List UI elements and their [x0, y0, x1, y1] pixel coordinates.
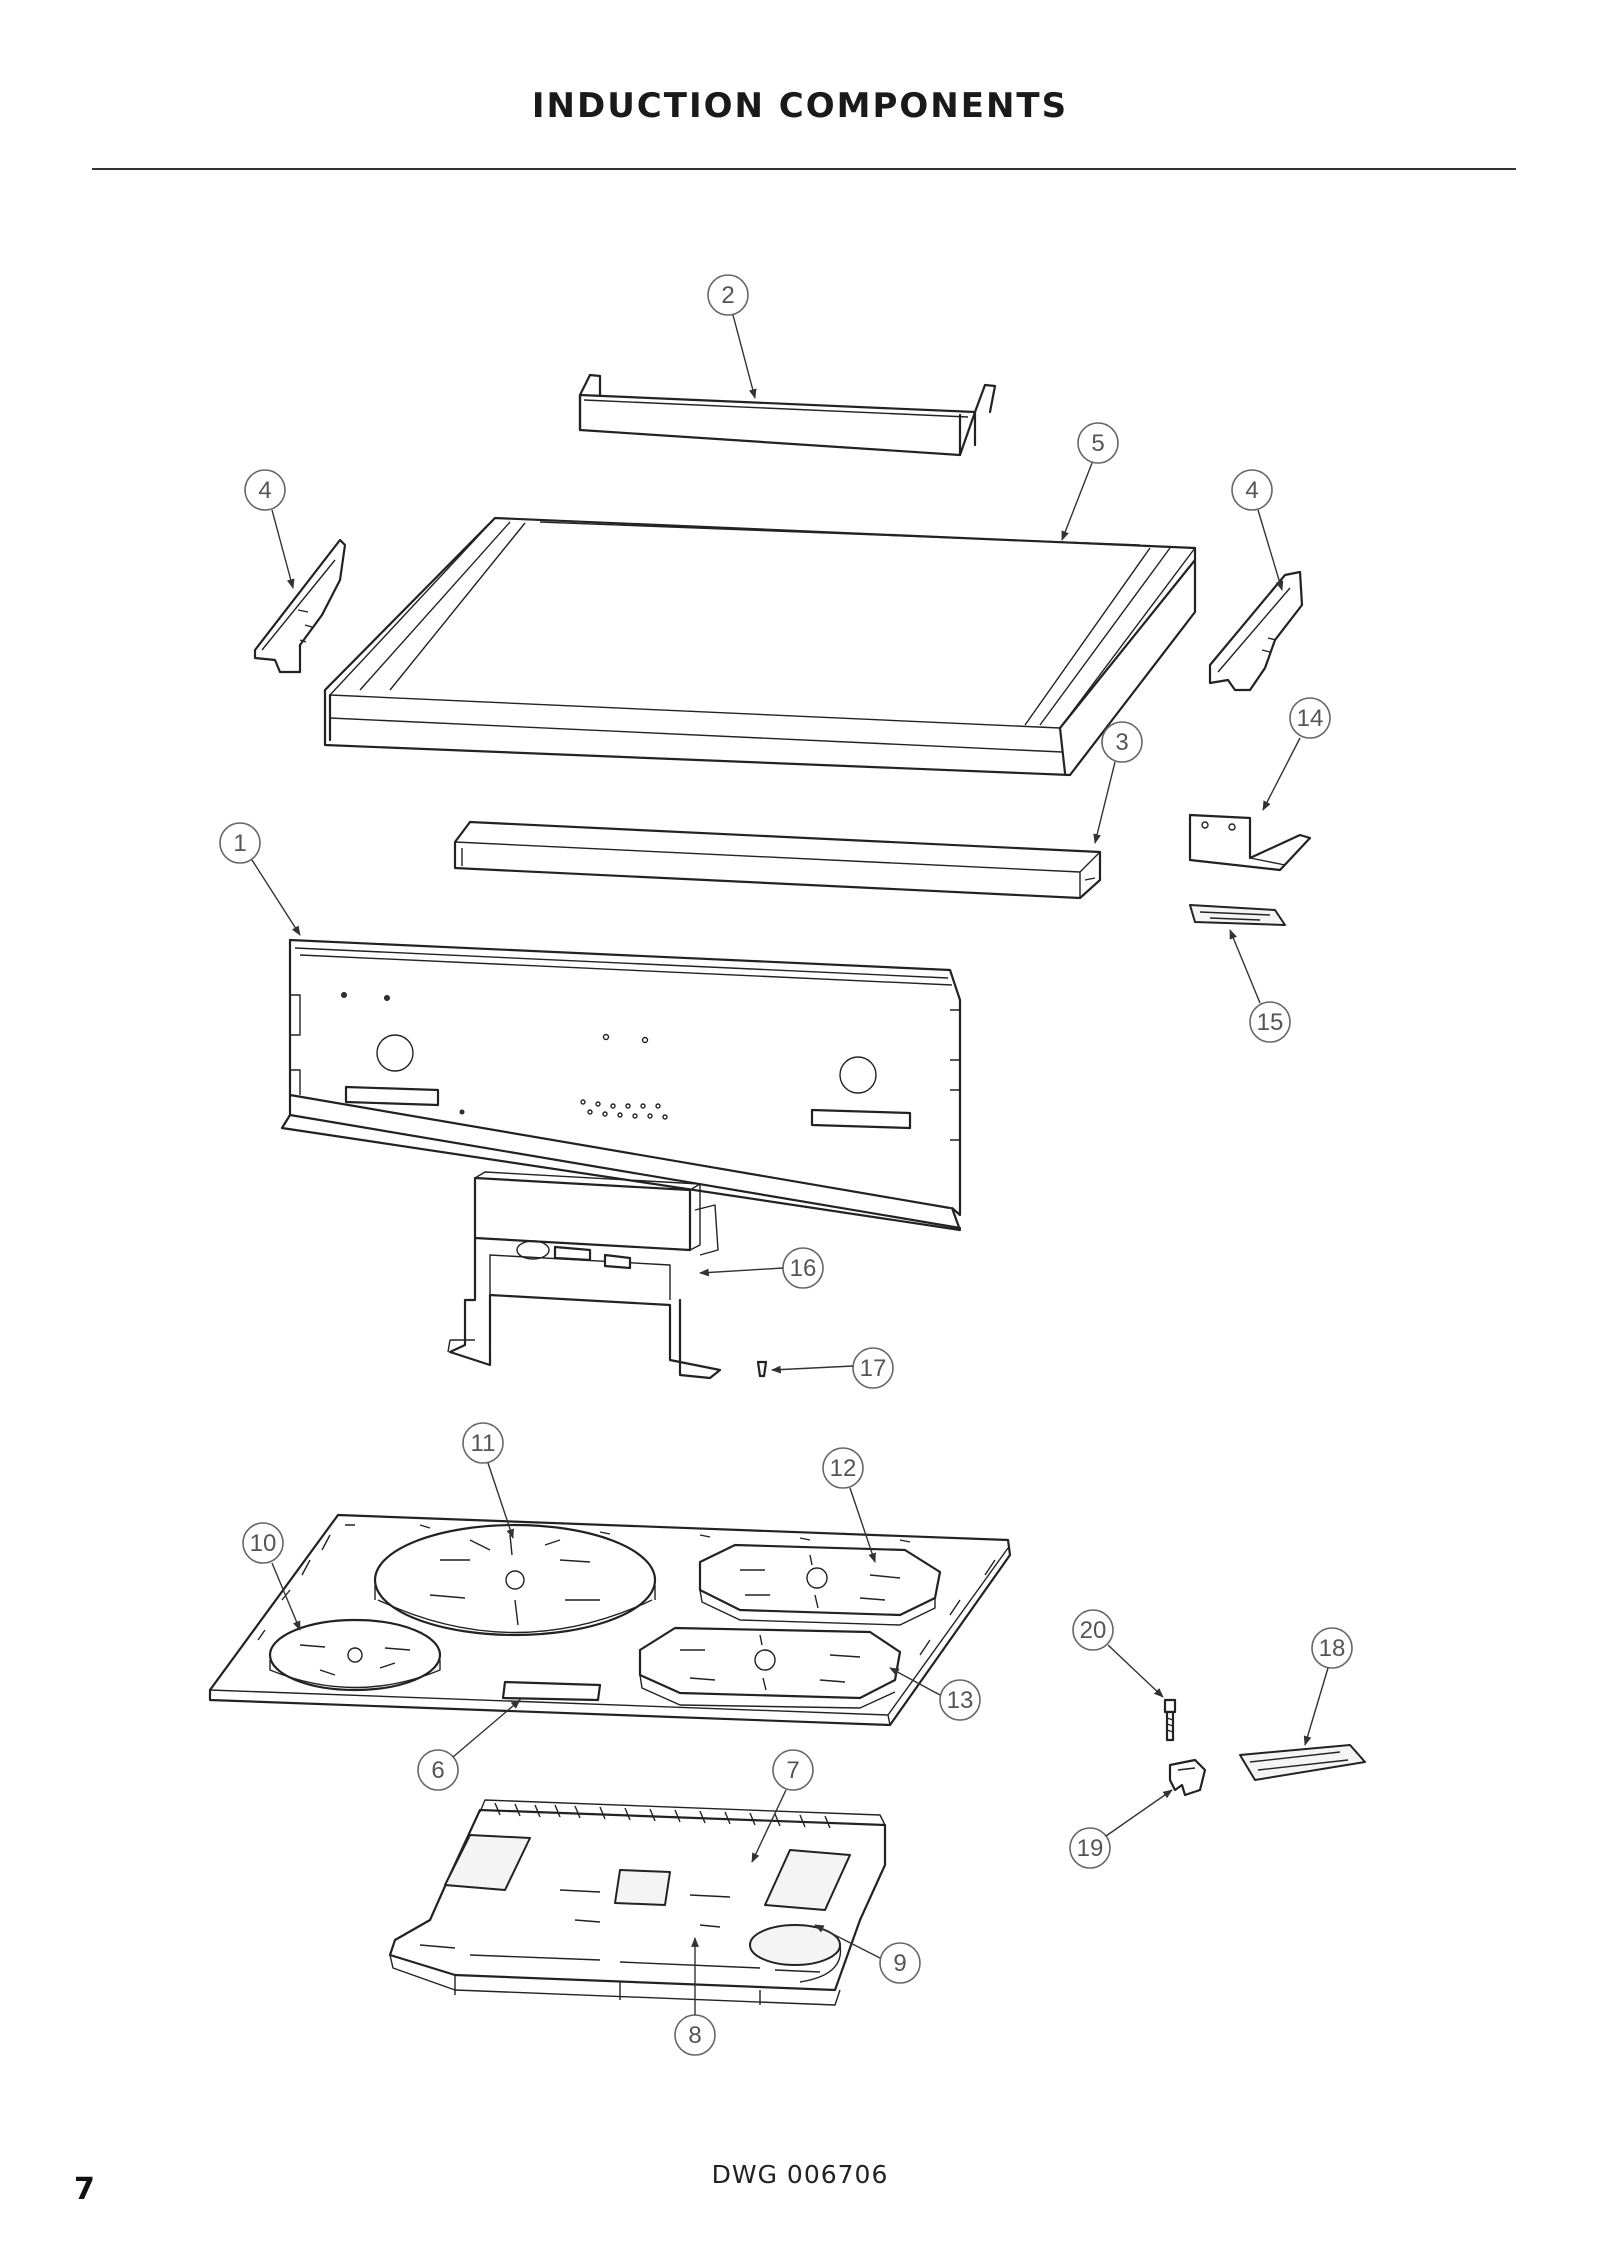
part-16-support-frame — [447, 1171, 722, 1380]
callout-4-right: 4 — [1231, 469, 1284, 591]
part-17-screw — [756, 1360, 768, 1378]
callout-8: 8 — [674, 1937, 716, 2056]
part-4-right-side-bracket — [1208, 570, 1304, 692]
callout-15: 15 — [1229, 929, 1291, 1043]
svg-text:4: 4 — [1245, 477, 1258, 504]
svg-text:2: 2 — [721, 282, 734, 309]
callout-12: 12 — [822, 1447, 876, 1563]
svg-text:18: 18 — [1319, 1635, 1346, 1662]
part-12-rear-right-element — [698, 1543, 942, 1626]
callout-18: 18 — [1303, 1627, 1353, 1746]
svg-text:7: 7 — [786, 1757, 799, 1784]
callout-4-left: 4 — [244, 469, 295, 589]
callout-17: 17 — [771, 1347, 894, 1389]
part-19-clip — [1168, 1758, 1207, 1797]
part-3-front-trim-bar — [453, 820, 1102, 900]
callout-3: 3 — [1093, 721, 1143, 844]
part-8-board-tray — [454, 1975, 761, 2005]
callout-5: 5 — [1061, 422, 1119, 541]
svg-text:9: 9 — [893, 1950, 906, 1977]
title-divider — [92, 168, 1516, 170]
svg-text:10: 10 — [250, 1530, 277, 1557]
callout-13: 13 — [889, 1667, 981, 1721]
callout-20: 20 — [1072, 1609, 1164, 1698]
svg-text:12: 12 — [830, 1455, 857, 1482]
part-7-power-board — [388, 1799, 887, 2006]
callout-7: 7 — [751, 1749, 814, 1863]
part-18-connector-board — [1239, 1744, 1366, 1781]
svg-text:14: 14 — [1297, 705, 1324, 732]
svg-text:3: 3 — [1115, 729, 1128, 756]
callout-19: 19 — [1069, 1789, 1173, 1869]
part-10-small-front-left-element — [268, 1618, 442, 1692]
callout-9: 9 — [814, 1924, 921, 1984]
svg-text:5: 5 — [1091, 430, 1104, 457]
part-5-glass-top-frame — [323, 516, 1197, 777]
part-2-rear-trim-channel — [578, 373, 997, 457]
svg-text:4: 4 — [258, 477, 271, 504]
svg-text:13: 13 — [947, 1687, 974, 1714]
page-title: INDUCTION COMPONENTS — [531, 86, 1069, 126]
drawing-number: DWG 006706 — [711, 2160, 889, 2189]
part-1-rear-panel — [280, 938, 962, 1232]
callout-1: 1 — [219, 822, 301, 936]
svg-text:17: 17 — [860, 1355, 887, 1382]
part-15-small-circuit-board — [1189, 904, 1286, 926]
svg-text:15: 15 — [1257, 1009, 1284, 1036]
part-20-bolt — [1163, 1698, 1177, 1742]
svg-text:20: 20 — [1080, 1617, 1107, 1644]
callout-14: 14 — [1262, 697, 1331, 811]
part-14-mounting-bracket — [1188, 813, 1312, 872]
svg-text:11: 11 — [471, 1430, 496, 1457]
callout-11: 11 — [462, 1422, 514, 1539]
svg-text:6: 6 — [431, 1757, 444, 1784]
callout-10: 10 — [242, 1522, 301, 1631]
callout-16: 16 — [699, 1247, 824, 1289]
svg-text:16: 16 — [790, 1255, 817, 1282]
page-number: 7 — [74, 2172, 95, 2207]
svg-text:8: 8 — [688, 2022, 701, 2049]
svg-text:19: 19 — [1077, 1835, 1104, 1862]
callout-6: 6 — [417, 1699, 521, 1791]
callout-2: 2 — [707, 274, 757, 399]
part-9-fan — [749, 1924, 842, 1983]
part-4-left-side-bracket — [253, 538, 347, 674]
svg-text:1: 1 — [233, 830, 246, 857]
part-11-large-cooking-element — [373, 1523, 657, 1637]
part-13-front-right-element — [638, 1626, 902, 1709]
